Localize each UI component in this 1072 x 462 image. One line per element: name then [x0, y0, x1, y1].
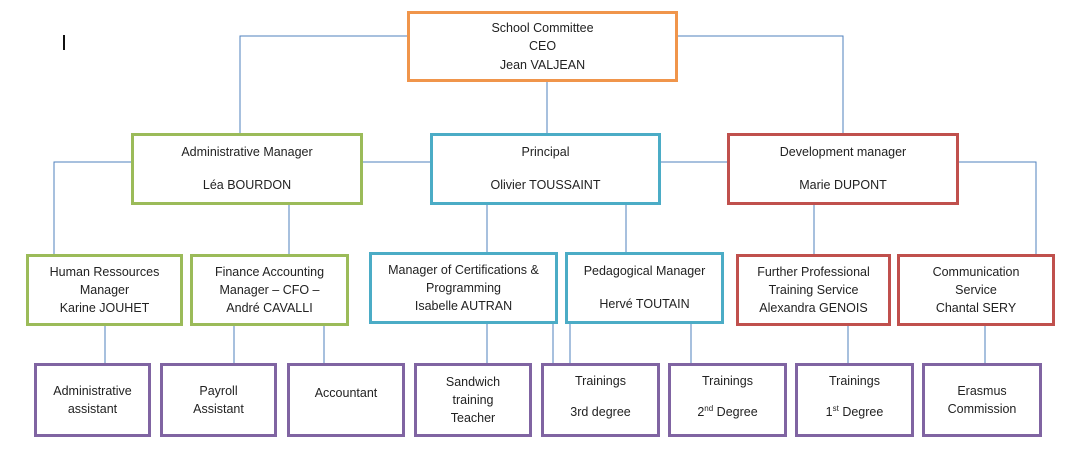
ceo-name: Jean VALJEAN [499, 57, 586, 72]
further-training-name: Alexandra GENOIS [759, 301, 868, 316]
ceo-title: School Committee [491, 21, 594, 36]
connector-admin-hr [53, 161, 131, 254]
connector-ceo-development [677, 35, 844, 133]
administrative-assistant-line2: assistant [67, 402, 118, 416]
trainings-1st-degree-box: Trainings 1st Degree [795, 363, 914, 437]
certifications-manager-title-line2: Programming [425, 280, 502, 295]
trainings-2nd-degree-line1: Trainings [702, 374, 753, 388]
trainings-2nd-degree-box: Trainings 2nd Degree [668, 363, 787, 437]
admin-manager-box: Administrative Manager Léa BOURDON [131, 133, 363, 205]
erasmus-commission-box: Erasmus Commission [922, 363, 1042, 437]
ceo-box: School Committee CEO Jean VALJEAN [407, 11, 678, 82]
development-manager-name: Marie DUPONT [799, 178, 887, 193]
trainings-2nd-degree-line2: 2nd Degree [697, 403, 758, 420]
trainings-3rd-degree-box: Trainings 3rd degree [541, 363, 660, 437]
erasmus-commission-line1: Erasmus [957, 383, 1007, 398]
payroll-assistant-box: Payroll Assistant [160, 363, 277, 437]
hr-manager-box: Human Ressources Manager Karine JOUHET [26, 254, 183, 326]
principal-name: Olivier TOUSSAINT [490, 178, 601, 193]
certifications-manager-name: Isabelle AUTRAN [414, 299, 513, 314]
sandwich-teacher-box: Sandwich training Teacher [414, 363, 532, 437]
trainings-1st-degree-line1: Trainings [829, 374, 880, 388]
finance-manager-name: André CAVALLI [226, 301, 313, 316]
pedagogical-manager-title: Pedagogical Manager [583, 264, 706, 278]
text-cursor [63, 35, 65, 50]
accountant-box: Accountant [287, 363, 405, 437]
payroll-assistant-line1: Payroll [199, 383, 238, 398]
pedagogical-manager-name: Hervé TOUTAIN [599, 297, 690, 312]
certifications-manager-title-line1: Manager of Certifications & [388, 262, 539, 277]
finance-manager-title-line1: Finance Accounting [214, 264, 325, 279]
principal-box: Principal Olivier TOUSSAINT [430, 133, 661, 205]
hr-manager-name: Karine JOUHET [59, 301, 150, 316]
communication-service-title-line2: Service [955, 282, 997, 297]
administrative-assistant-line1: Administrative [53, 383, 132, 398]
finance-manager-title-line2: Manager – CFO – [219, 282, 320, 297]
development-manager-box: Development manager Marie DUPONT [727, 133, 959, 205]
connector-ceo-admin [239, 35, 407, 133]
trainings-3rd-degree-line1: Trainings [575, 374, 626, 388]
erasmus-commission-line2: Commission [947, 402, 1017, 416]
connector-development-communication [958, 161, 1037, 254]
certifications-manager-box: Manager of Certifications & Programming … [369, 252, 558, 324]
ceo-role: CEO [528, 39, 557, 54]
accountant-label: Accountant [314, 386, 378, 400]
development-manager-title: Development manager [779, 145, 907, 159]
hr-manager-title-line2: Manager [79, 282, 130, 297]
pedagogical-manager-box: Pedagogical Manager Hervé TOUTAIN [565, 252, 724, 324]
principal-title: Principal [521, 145, 570, 159]
further-training-title-line1: Further Professional [757, 264, 870, 279]
sandwich-teacher-line1: Sandwich [445, 374, 501, 389]
sandwich-teacher-line2: training [452, 392, 494, 407]
communication-service-name: Chantal SERY [935, 301, 1017, 316]
communication-service-box: Communication Service Chantal SERY [897, 254, 1055, 326]
admin-manager-title: Administrative Manager [181, 145, 313, 159]
further-training-box: Further Professional Training Service Al… [736, 254, 891, 326]
hr-manager-title-line1: Human Ressources [49, 264, 160, 279]
trainings-1st-degree-line2: 1st Degree [825, 403, 884, 420]
administrative-assistant-box: Administrative assistant [34, 363, 151, 437]
payroll-assistant-line2: Assistant [193, 402, 244, 416]
further-training-title-line2: Training Service [768, 282, 859, 297]
finance-manager-box: Finance Accounting Manager – CFO – André… [190, 254, 349, 326]
admin-manager-name: Léa BOURDON [202, 178, 292, 193]
sandwich-teacher-line3: Teacher [450, 411, 496, 426]
trainings-3rd-degree-line2: 3rd degree [570, 405, 631, 420]
communication-service-title-line1: Communication [932, 264, 1020, 279]
